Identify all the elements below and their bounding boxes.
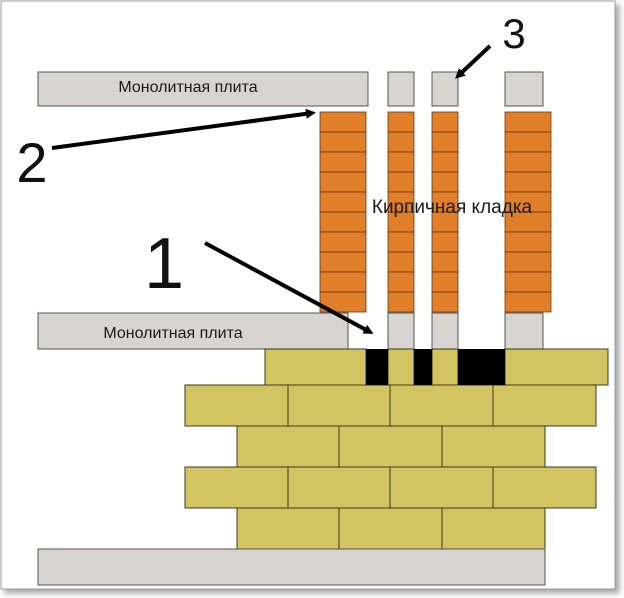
foundation-brick <box>504 348 609 386</box>
orange-brick <box>319 291 367 313</box>
orange-brick <box>504 291 552 313</box>
callout-number-3: 3 <box>502 10 525 57</box>
foundation-brick <box>492 384 597 427</box>
void-gap-3 <box>458 349 505 385</box>
orange-brick <box>431 271 459 293</box>
foundation-brick <box>441 507 546 550</box>
orange-brick <box>319 131 367 153</box>
orange-brick <box>319 211 367 233</box>
void-gap-1 <box>366 349 388 385</box>
orange-brick <box>504 251 552 273</box>
foundation-brick <box>236 507 340 550</box>
foundation-brick <box>389 384 494 427</box>
orange-brick <box>431 171 459 193</box>
foundation-brick <box>338 507 443 550</box>
foundation-brick <box>441 425 546 468</box>
orange-brick <box>431 251 459 273</box>
foundation-brick <box>338 425 443 468</box>
foundation-brick <box>389 466 494 509</box>
foundation-brick <box>387 348 415 386</box>
brick-column-3 <box>431 111 459 313</box>
brick-column-4 <box>504 111 552 313</box>
orange-brick <box>431 291 459 313</box>
orange-brick <box>387 231 415 253</box>
foundation-brick <box>492 466 597 509</box>
foundation-brick <box>287 384 391 427</box>
orange-brick <box>431 231 459 253</box>
orange-brick <box>504 171 552 193</box>
masonry-label: Кирпичная кладка <box>372 197 533 218</box>
orange-brick <box>504 151 552 173</box>
bottom-monolithic-slab <box>37 548 546 586</box>
orange-brick <box>319 231 367 253</box>
brick-column-2 <box>387 111 415 313</box>
middle-slab-piece-3 <box>504 312 544 350</box>
foundation-brick <box>184 466 289 509</box>
middle-slab-piece-1 <box>387 312 415 350</box>
orange-brick <box>387 291 415 313</box>
top-monolithic-slab <box>37 71 369 107</box>
top-slab-cap-3 <box>504 71 544 107</box>
orange-brick <box>431 131 459 153</box>
orange-brick <box>387 251 415 273</box>
foundation-brick <box>287 466 391 509</box>
orange-brick <box>319 151 367 173</box>
middle-monolithic-slab <box>37 312 349 350</box>
foundation-brick <box>431 348 459 386</box>
orange-brick <box>431 111 459 133</box>
middle-slab-piece-2 <box>431 312 459 350</box>
callout-number-1: 1 <box>144 224 184 304</box>
orange-brick <box>504 231 552 253</box>
top-slab-cap-1 <box>387 71 415 107</box>
orange-brick <box>319 171 367 193</box>
foundation-brick <box>236 425 340 468</box>
foundation-brick <box>264 348 367 386</box>
orange-brick <box>319 111 367 133</box>
foundation-brick <box>184 384 289 427</box>
orange-brick <box>387 151 415 173</box>
orange-brick <box>504 111 552 133</box>
orange-brick <box>319 251 367 273</box>
void-gap-2 <box>414 349 432 385</box>
orange-brick <box>387 131 415 153</box>
foundation-masonry <box>184 348 609 550</box>
brick-column-1 <box>319 111 367 313</box>
callout-number-2: 2 <box>16 131 47 194</box>
orange-brick <box>319 271 367 293</box>
callout-arrow-2 <box>51 108 316 150</box>
orange-brick <box>319 191 367 213</box>
top-slab-label: Монолитная плита <box>118 79 257 96</box>
orange-brick <box>387 271 415 293</box>
middle-slab-label: Монолитная плита <box>103 325 242 342</box>
orange-brick <box>387 111 415 133</box>
callout-arrow-1 <box>204 241 374 334</box>
orange-brick <box>387 171 415 193</box>
orange-brick <box>504 131 552 153</box>
orange-brick <box>431 151 459 173</box>
callout-arrow-3 <box>455 44 492 79</box>
top-slab-cap-2 <box>431 71 459 107</box>
orange-brick <box>504 271 552 293</box>
